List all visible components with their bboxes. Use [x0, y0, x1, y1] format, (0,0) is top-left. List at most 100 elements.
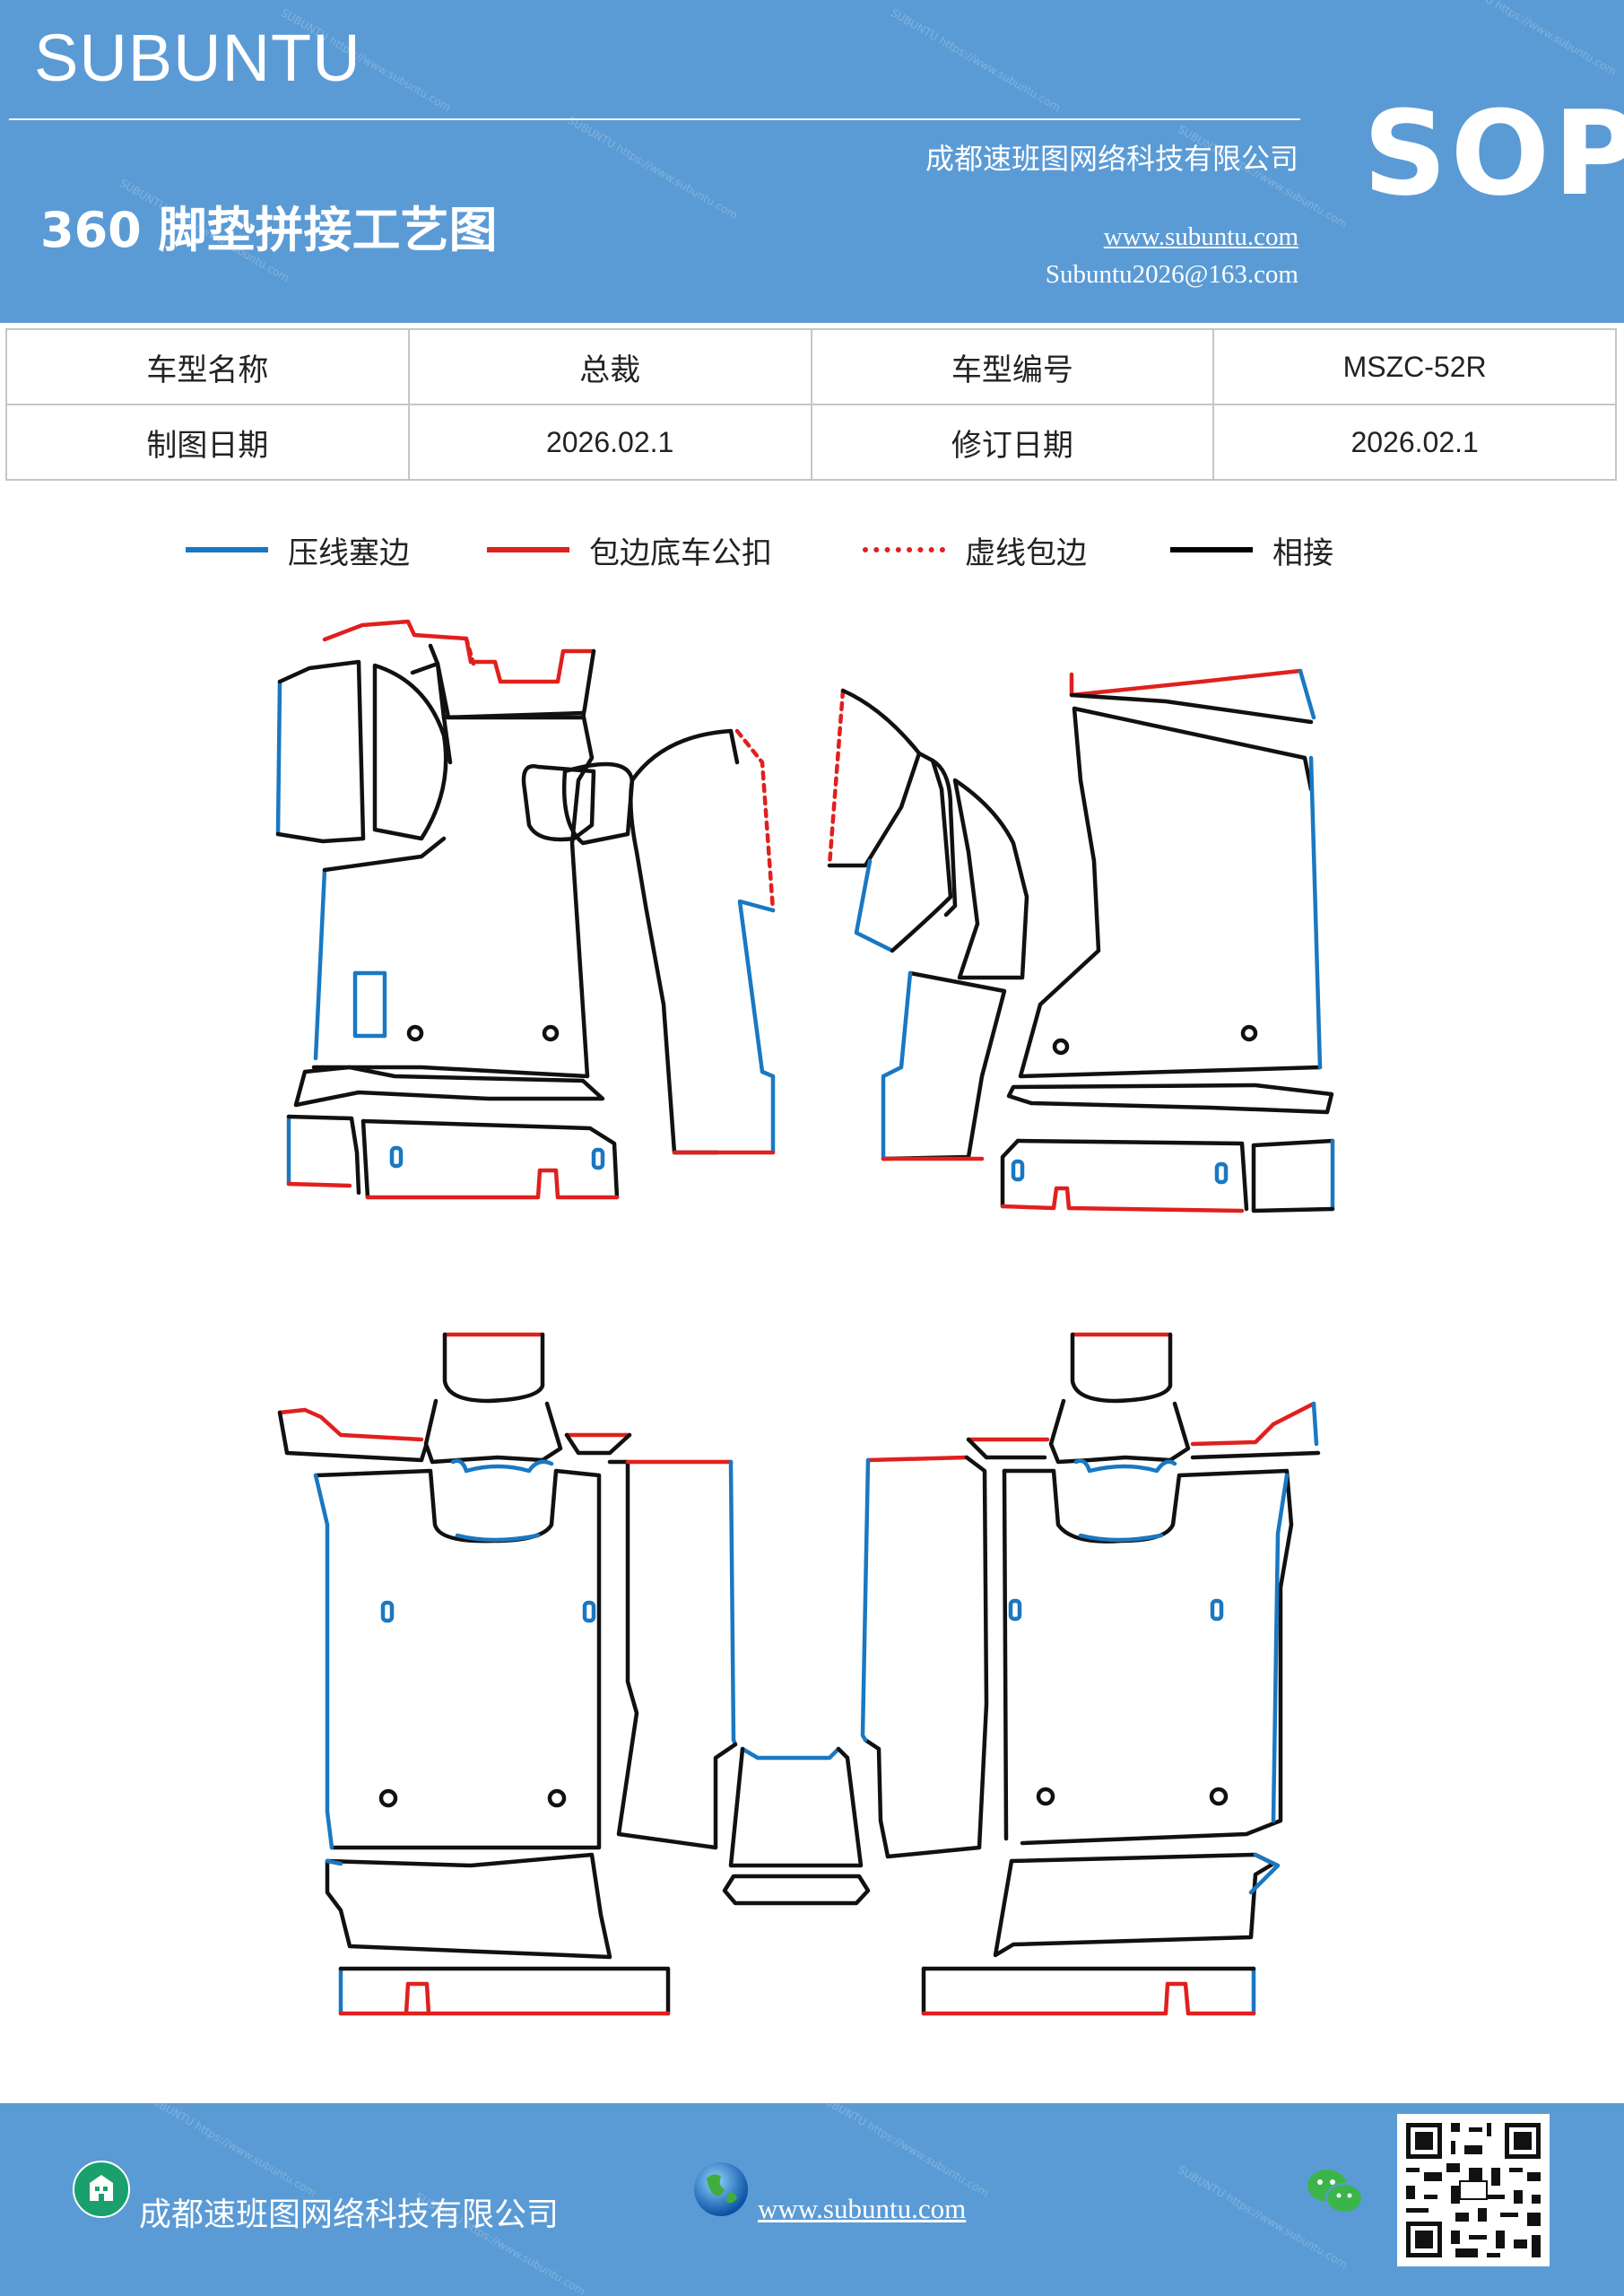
mat-edge-red: [277, 1407, 424, 1442]
mat-edge-blue: [860, 1457, 871, 1743]
mat-panel-outline: [607, 1459, 718, 1850]
mat-panel-outline: [277, 1410, 429, 1463]
email-address: Subuntu2026@163.com: [1045, 260, 1298, 289]
legend-item-edge-buckle: 包边底车公扣: [487, 527, 772, 572]
blue-cutout: [1011, 1159, 1025, 1182]
mat-edge-blue: [1308, 755, 1323, 1070]
rear-right-mat-group: [860, 1332, 1321, 2016]
mat-edge-blue: [1073, 1458, 1177, 1474]
blue-cutout: [1210, 1598, 1224, 1622]
blue-cutout: [380, 1600, 395, 1623]
model-name-label: 车型名称: [5, 328, 410, 405]
table-row: 制图日期 2026.02.1 修订日期 2026.02.1: [5, 404, 1617, 481]
mat-edge-red: [365, 1168, 620, 1200]
mat-panel-outline: [1002, 1468, 1009, 1841]
mat-edge-red: [338, 1981, 431, 2016]
mat-edge-blue: [455, 1533, 541, 1543]
front-left-mat-group: [275, 619, 776, 1200]
qr-code: [1397, 2114, 1550, 2266]
legend-item-dotted-edge: 虚线包边: [863, 527, 1087, 572]
mat-edge-blue: [1078, 1533, 1164, 1543]
legend-item-press-line: 压线塞边: [186, 527, 410, 572]
mat-edge-red: [921, 1981, 1256, 2016]
legend-item-joint: 相接: [1170, 527, 1333, 572]
blue-cutout: [352, 970, 387, 1039]
mat-edge-blue: [325, 1858, 343, 1866]
front-right-mat-group: [827, 668, 1335, 1213]
mount-hole: [547, 1788, 567, 1808]
legend-swatch-black: [1170, 547, 1253, 552]
mat-panel-outline: [410, 661, 453, 765]
mat-panel-outline: [1002, 1468, 1294, 1846]
mat-panel-outline: [1070, 1332, 1173, 1404]
mat-panel-outline: [360, 1118, 370, 1200]
brand-name: SUBUNTU: [34, 21, 361, 95]
mat-panel-outline: [1251, 1143, 1335, 1213]
mount-hole: [1036, 1787, 1055, 1806]
header-divider: [9, 118, 1300, 120]
mat-panel-outline: [827, 688, 922, 868]
mount-hole: [1209, 1787, 1229, 1806]
mat-panel-outline: [521, 764, 596, 842]
blue-cutout: [1008, 1598, 1022, 1622]
model-code-label: 车型编号: [810, 328, 1215, 405]
mat-edge-red: [1000, 1186, 1245, 1213]
mat-panel-outline: [423, 1398, 563, 1465]
mat-edge-blue: [728, 1459, 738, 1747]
sop-badge: SOP: [1363, 85, 1624, 222]
mat-panel-outline: [1018, 706, 1323, 1079]
mat-edge-red-dotted: [827, 688, 846, 868]
model-name-value: 总裁: [407, 328, 812, 405]
mat-panel-outline: [728, 1746, 864, 1868]
blue-cutout: [1214, 1161, 1229, 1185]
footer-website-link[interactable]: www.subuntu.com: [758, 2193, 967, 2224]
mount-hole: [1052, 1038, 1070, 1056]
footer-banner: SUBUNTU https://www.subuntu.com SUBUNTU …: [0, 2103, 1624, 2296]
legend-label: 相接: [1272, 535, 1333, 571]
legend-swatch-red-dotted: [863, 547, 945, 552]
mat-edge-blue: [737, 899, 776, 1155]
mat-panel-outline: [930, 758, 958, 918]
mat-edge-red: [1190, 1401, 1316, 1447]
revise-date-value: 2026.02.1: [1212, 404, 1617, 481]
document-title: 360 脚垫拼接工艺图: [40, 202, 498, 258]
mat-panel-outline: [1190, 1450, 1321, 1460]
vehicle-info-table: 车型名称 总裁 车型编号 MSZC-52R 制图日期 2026.02.1 修订日…: [5, 328, 1617, 481]
building-icon: [73, 2161, 130, 2218]
mat-panel-outline: [1069, 692, 1314, 725]
mat-panel-outline: [428, 643, 596, 720]
mat-panel-outline: [1006, 1083, 1334, 1115]
blue-cutout: [582, 1600, 596, 1623]
mat-edge-red: [1069, 668, 1303, 698]
mat-edge-blue: [1311, 1401, 1319, 1447]
mount-hole: [1240, 1024, 1258, 1042]
blue-cutout: [389, 1145, 404, 1169]
mat-panel-outline: [293, 1065, 605, 1108]
mat-panel-outline: [966, 1437, 1047, 1460]
mat-panel-outline: [1072, 706, 1314, 792]
blue-cutout: [591, 1147, 605, 1170]
mat-edge-blue: [1248, 1852, 1281, 1895]
legend-swatch-blue: [186, 547, 268, 552]
globe-icon: [694, 2162, 748, 2216]
mat-panel-outline: [1251, 1138, 1335, 1148]
mat-edge-red: [322, 619, 596, 684]
rear-left-mat-group: [277, 1332, 738, 2016]
mat-panel-outline: [890, 751, 953, 953]
legend-swatch-red: [487, 547, 569, 552]
mat-edge-red: [286, 1181, 352, 1188]
mat-panel-outline: [442, 1332, 545, 1404]
mat-panel-outline: [275, 659, 366, 844]
mat-panel-outline: [952, 778, 1029, 980]
mount-hole: [378, 1788, 398, 1808]
mat-edge-blue: [313, 1473, 334, 1850]
mat-panel-outline: [713, 1742, 738, 1850]
qr-code-pattern: [1397, 2114, 1550, 2266]
website-link[interactable]: www.subuntu.com: [1103, 222, 1298, 251]
mat-edge-blue: [740, 1746, 841, 1761]
mat-edge-blue: [1271, 1473, 1290, 1823]
mat-panel-outline: [1015, 1138, 1249, 1212]
floor-mat-diagram: [275, 619, 1335, 2016]
draw-date-label: 制图日期: [5, 404, 410, 481]
mat-panel-outline: [322, 836, 447, 873]
